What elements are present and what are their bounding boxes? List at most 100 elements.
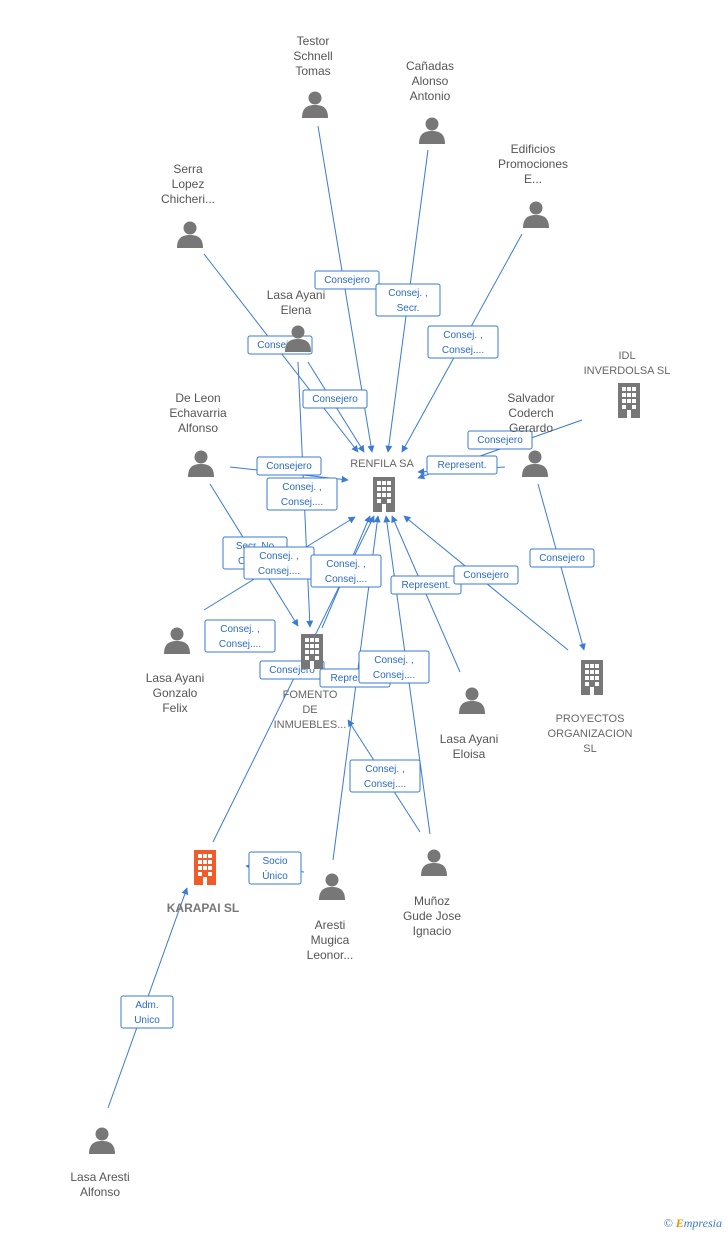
edge-label-text: Consej. ,	[365, 764, 404, 775]
edge-label-text: Represent.	[438, 460, 487, 471]
node-label: Alfonso	[178, 421, 218, 435]
person-icon	[419, 117, 445, 144]
building-icon	[194, 850, 216, 885]
edge-label[interactable]: Consej. , Consej....	[204, 619, 276, 653]
node-fomento[interactable]: FOMENTODEINMUEBLES...	[274, 634, 347, 731]
edge-label[interactable]: Consej. ,Consej....	[310, 554, 382, 588]
building-icon	[581, 660, 603, 695]
edge-label-text: Consej....	[325, 574, 367, 585]
node-aresti[interactable]: ArestiMugicaLeonor...	[307, 873, 354, 963]
edge-label[interactable]: Adm.Unico	[120, 995, 174, 1029]
node-label: Muñoz	[414, 894, 450, 908]
node-label: Tomas	[295, 64, 330, 78]
edge-label[interactable]: Consej. , Consej....	[349, 759, 421, 793]
edge-label-box	[248, 851, 302, 885]
node-label: Cañadas	[406, 59, 454, 73]
edge-label-text: Secr.	[397, 303, 420, 314]
node-label: Leonor...	[307, 948, 354, 962]
node-label: INMUEBLES...	[274, 719, 347, 731]
edge-label[interactable]: Consejero	[467, 430, 533, 450]
edge-label[interactable]: Consej. ,Consej....	[266, 477, 338, 511]
person-icon	[177, 221, 203, 248]
edge-label[interactable]: Represent.	[426, 455, 498, 475]
brand-name: mpresia	[683, 1216, 722, 1230]
edge-label[interactable]: Consejero	[302, 389, 368, 409]
edge-label-text: Consejero	[266, 461, 312, 472]
edge-label-text: Consej. ,	[259, 551, 298, 562]
node-label: Serra	[173, 162, 203, 176]
building-icon	[373, 477, 395, 512]
node-serra[interactable]: SerraLopezChicheri...	[161, 162, 215, 248]
node-label: Lopez	[172, 177, 205, 191]
edge-label-box	[310, 554, 382, 588]
node-label: Eloisa	[453, 747, 486, 761]
edge-label[interactable]: Consej. ,Consej....	[427, 325, 499, 359]
node-label: De Leon	[175, 391, 220, 405]
edge-label-text: Represent.	[331, 673, 380, 684]
node-label: RENFILA SA	[350, 458, 414, 470]
edge-label-box	[426, 455, 498, 475]
node-label: Coderch	[508, 406, 553, 420]
node-label: IDL	[618, 350, 635, 362]
edge-label-text: Consejero	[269, 665, 315, 676]
node-label: Gerardo	[509, 421, 553, 435]
edge-label[interactable]: Consej. ,Consej....	[358, 650, 430, 684]
edge-label[interactable]: Consej. , Secr.	[375, 283, 441, 317]
copyright-symbol: ©	[663, 1216, 673, 1230]
node-label: Echavarria	[169, 406, 227, 420]
node-label: Testor	[297, 34, 330, 48]
edge-label-box	[467, 430, 533, 450]
person-icon	[319, 873, 345, 900]
person-icon	[522, 450, 548, 477]
node-label: Alfonso	[80, 1185, 120, 1199]
node-label: Edificios	[511, 142, 556, 156]
edge-label-box	[120, 995, 174, 1029]
node-label: Lasa Ayani	[440, 732, 499, 746]
edge-label-box	[390, 575, 462, 595]
edge-label[interactable]: Consej. ,Consej....	[243, 546, 315, 580]
node-label: E...	[524, 172, 542, 186]
node-label: Gude Jose	[403, 909, 461, 923]
edge-label-text: Consej. ,	[374, 655, 413, 666]
node-karapai[interactable]: KARAPAI SL	[167, 850, 239, 915]
edge-label[interactable]: Consejero	[256, 456, 322, 476]
building-icon	[618, 383, 640, 418]
edge-label-box	[266, 477, 338, 511]
edge-label-box	[204, 619, 276, 653]
node-renfila[interactable]: RENFILA SA	[350, 458, 414, 512]
edge-label-text: Consej....	[364, 779, 406, 790]
edge-label-text: Consej. ,	[443, 330, 482, 341]
edge-label-text: Socio	[262, 856, 287, 867]
edge-label[interactable]: Consejero	[314, 270, 380, 290]
edge-label-text: Represent.	[402, 580, 451, 591]
edge-label-text: Consej....	[281, 497, 323, 508]
edge-label[interactable]: Consejero	[529, 548, 595, 568]
node-label: Salvador	[507, 391, 554, 405]
edge-label-text: Consej....	[219, 639, 261, 650]
brand-initial: E	[675, 1216, 684, 1230]
node-label: PROYECTOS	[556, 713, 625, 725]
node-edificios[interactable]: EdificiosPromocionesE...	[498, 142, 568, 228]
edge-label[interactable]: Consejero	[453, 565, 519, 585]
edge-label-text: Consej. ,	[220, 624, 259, 635]
edge-label-text: Único	[262, 869, 288, 882]
edge-label-box	[349, 759, 421, 793]
edge-label[interactable]: Represent.	[390, 575, 462, 595]
edge-label-text: Consej. ,	[388, 288, 427, 299]
edge-label-text: Adm.	[135, 1000, 158, 1011]
edge-label-text: Consejero	[463, 570, 509, 581]
edge-label-box	[314, 270, 380, 290]
